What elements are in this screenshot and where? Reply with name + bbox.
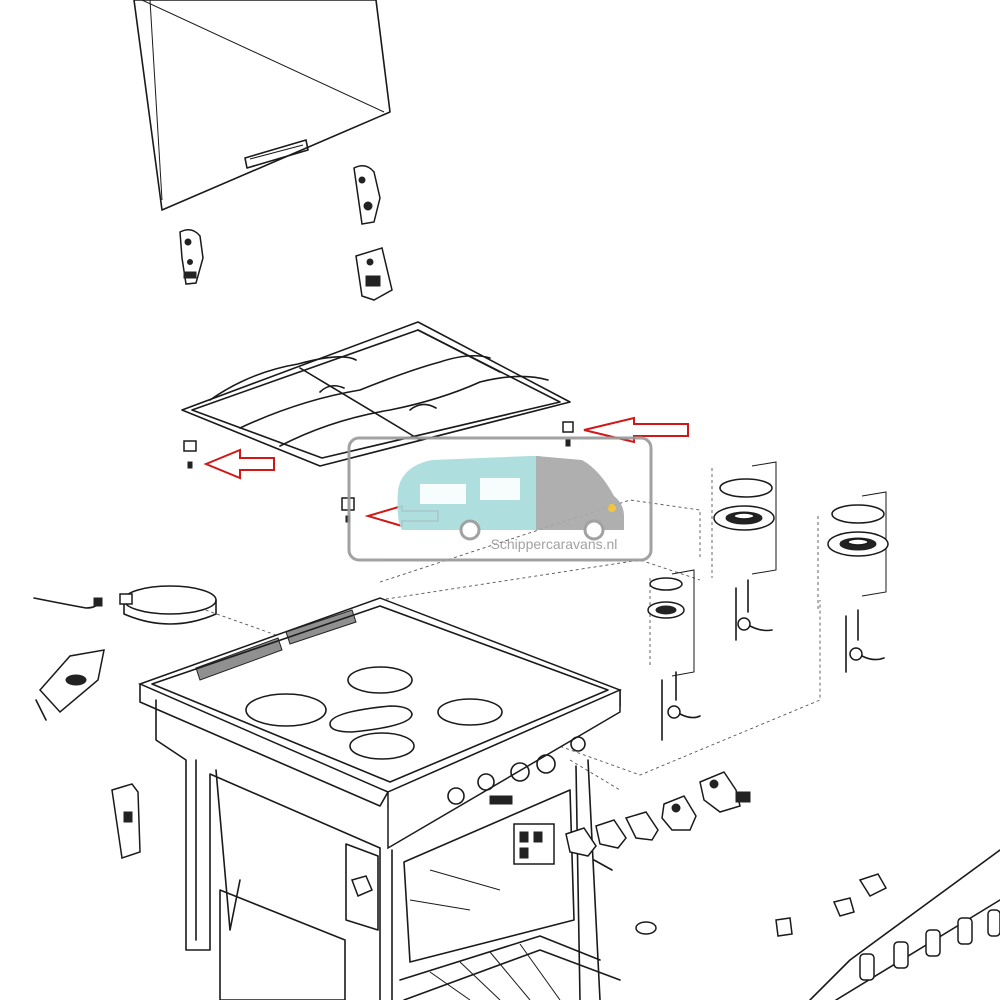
glass-lid: [133, 0, 391, 211]
grate-foot-left: [183, 440, 197, 469]
pan-support-grate: [181, 321, 571, 467]
terminal-block: [513, 823, 555, 865]
gas-valves: [513, 771, 751, 871]
watermark: Schippercaravans.nl: [347, 436, 653, 562]
red-arrow-right-foot: [583, 416, 689, 444]
watermark-text: Schippercaravans.nl: [491, 536, 618, 552]
oven-rack: [399, 935, 621, 1000]
lid-hinge-right-lower: [355, 247, 393, 301]
gas-valve-2: [661, 795, 697, 831]
camper-van-icon: [397, 456, 624, 541]
gas-valve-4: [595, 819, 627, 849]
hob-vents: [195, 609, 357, 681]
knob-row: [859, 909, 1000, 981]
front-control-strip: [635, 849, 1000, 1000]
lid-brand-plate: [244, 139, 309, 169]
red-arrow-left-foot: [203, 448, 275, 480]
cooker-body: [137, 597, 622, 1000]
left-switch-part: [111, 783, 141, 859]
left-bracket-part: [35, 649, 105, 721]
control-knob-holes: [447, 736, 586, 805]
burner-assembly-far-right: [827, 491, 889, 673]
electric-hotplate: [33, 585, 217, 625]
small-fittings: [635, 873, 888, 937]
lid-hinge-left: [179, 229, 204, 285]
grate-foot-right: [562, 421, 574, 447]
burner-assembly-large: [713, 461, 777, 641]
lid-hinge-right-upper: [353, 165, 381, 225]
gas-valve-5: [565, 827, 597, 857]
gas-valve-3: [624, 811, 659, 841]
burner-assembly-small: [647, 569, 701, 741]
gas-valve-1: [699, 771, 751, 813]
